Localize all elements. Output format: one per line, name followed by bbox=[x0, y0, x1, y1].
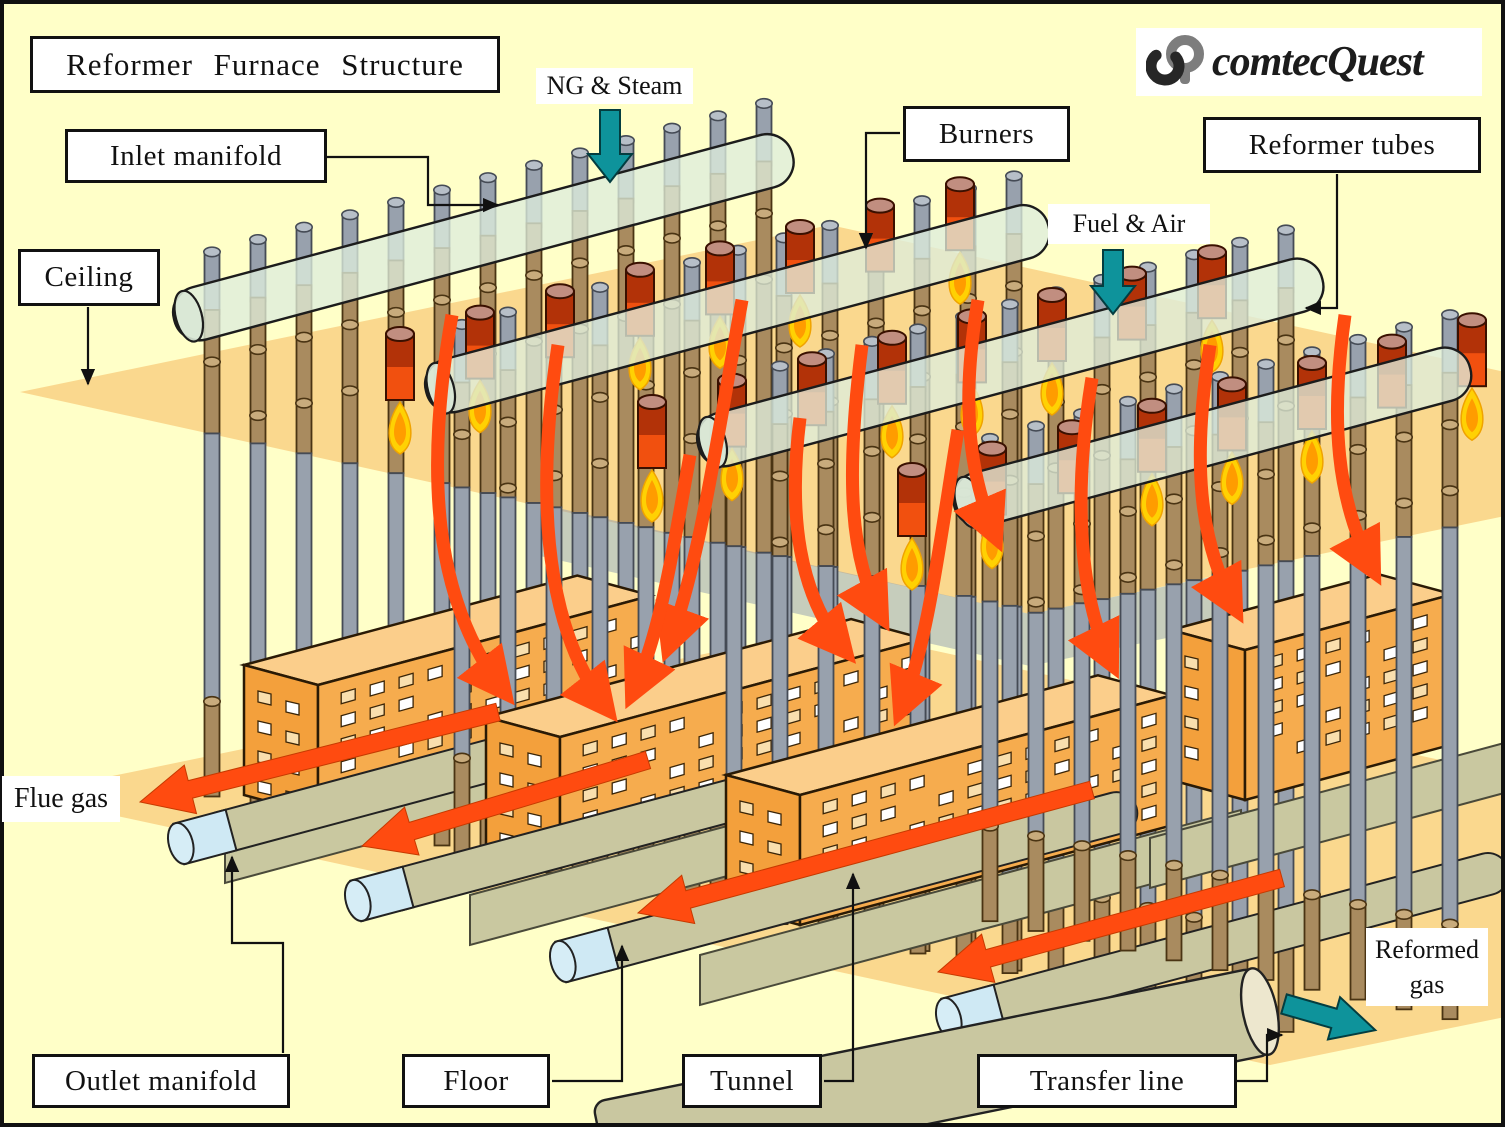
reformed-gas-arrow bbox=[1280, 993, 1378, 1041]
flue-gas-flow-arrow bbox=[1191, 343, 1244, 624]
label-flue-gas: Flue gas bbox=[2, 776, 120, 822]
callout-reformer-tubes: Reformer tubes bbox=[1203, 117, 1481, 173]
burner bbox=[637, 394, 667, 523]
callout-outlet-manifold: Outlet manifold bbox=[32, 1054, 290, 1108]
burner-flame bbox=[1220, 451, 1244, 506]
reformer-tube bbox=[1165, 383, 1184, 962]
connector-burners bbox=[858, 131, 900, 250]
flue-gas-exit-arrow bbox=[636, 780, 1096, 925]
flue-gas-exit-arrow bbox=[936, 868, 1286, 984]
burner-flame bbox=[1300, 429, 1324, 484]
flue-gas-flow-arrow bbox=[788, 417, 857, 664]
burner-flame bbox=[640, 468, 664, 523]
fuel-air-arrow bbox=[1088, 249, 1138, 316]
logo-mark-icon bbox=[1146, 35, 1204, 86]
callout-floor: Floor bbox=[402, 1054, 550, 1108]
flue-gas-flow-arrow bbox=[953, 298, 1006, 553]
callout-burners: Burners bbox=[903, 106, 1070, 162]
reformer-tube bbox=[203, 246, 222, 798]
callout-inlet-manifold: Inlet manifold bbox=[65, 129, 327, 183]
diagram-title-text: Reformer Furnace Structure bbox=[66, 46, 464, 82]
diagram-title: Reformer Furnace Structure bbox=[30, 36, 500, 93]
flue-gas-straight-arrows bbox=[138, 702, 1286, 984]
label-fuel-air: Fuel & Air bbox=[1048, 204, 1210, 244]
flue-gas-flow-arrow bbox=[431, 313, 515, 706]
flue-gas-flow-arrow bbox=[836, 344, 890, 632]
callout-transfer-line: Transfer line bbox=[977, 1054, 1237, 1108]
reformer-tube bbox=[1441, 309, 1460, 1021]
logo-text: comtecQuest bbox=[1212, 39, 1424, 85]
flue-gas-flow-arrow bbox=[1329, 314, 1382, 586]
burner-flame bbox=[1460, 386, 1484, 442]
ng-steam-arrow bbox=[585, 109, 635, 184]
callout-tunnel: Tunnel bbox=[682, 1054, 822, 1108]
connector-floor bbox=[552, 944, 630, 1083]
connector-reformer-tubes bbox=[1304, 174, 1339, 316]
connector-transfer-line bbox=[1237, 1027, 1284, 1083]
flue-gas-flow-arrow bbox=[889, 428, 965, 727]
floor-strip-4 bbox=[1149, 741, 1505, 890]
burner bbox=[897, 462, 927, 591]
callout-connectors bbox=[80, 131, 1339, 1083]
label-reformed-gas: Reformed gas bbox=[1366, 928, 1488, 1006]
burner-flame bbox=[388, 400, 412, 455]
flue-gas-curved-arrows bbox=[431, 298, 1382, 727]
reformer-tube bbox=[1349, 333, 1368, 1001]
reformer-tube bbox=[1027, 420, 1046, 932]
reformer-tube bbox=[1395, 321, 1414, 1011]
flue-gas-flow-arrow bbox=[540, 344, 618, 723]
flue-gas-exit-arrow bbox=[138, 702, 501, 815]
callout-ceiling: Ceiling bbox=[18, 249, 160, 306]
connector-outlet-manifold bbox=[224, 855, 285, 1053]
burner-flame bbox=[900, 536, 924, 591]
flue-gas-exit-arrow bbox=[360, 750, 652, 856]
burner bbox=[385, 326, 415, 455]
flue-gas-flow-arrow bbox=[1067, 376, 1120, 679]
flue-gas-flow-arrow bbox=[655, 298, 749, 663]
reformer-tube bbox=[1139, 261, 1158, 1004]
label-ng-steam: NG & Steam bbox=[536, 68, 693, 104]
inlet-manifold-pipe-1 bbox=[171, 132, 795, 343]
flue-gas-flow-arrow bbox=[623, 453, 697, 710]
logo: comtecQuest bbox=[1136, 28, 1482, 96]
connector-inlet-manifold bbox=[327, 155, 500, 213]
burner-flame bbox=[1140, 472, 1164, 527]
connector-tunnel bbox=[824, 872, 861, 1083]
